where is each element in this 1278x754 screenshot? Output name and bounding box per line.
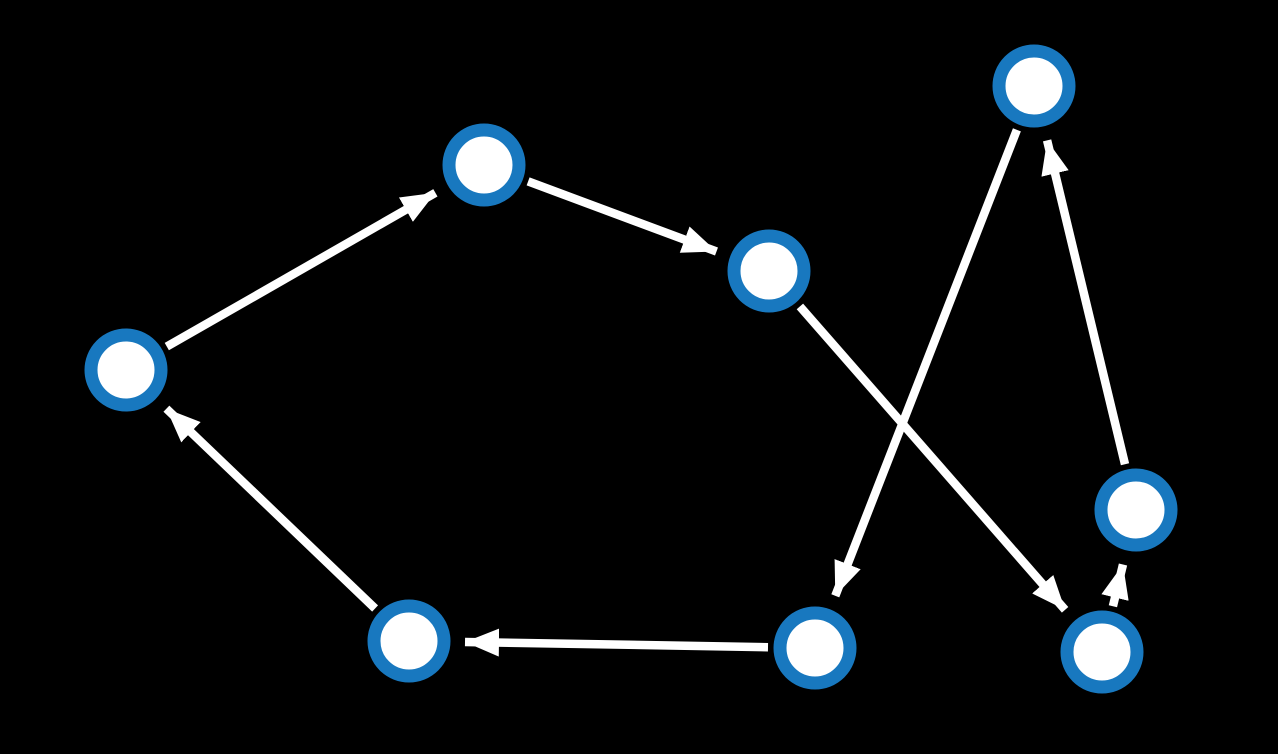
- graph-edge-node-left-to-node-upper-middle: [164, 189, 438, 351]
- node-bottom-left: [367, 599, 451, 683]
- graph-edge-node-bottom-left-to-node-left: [163, 405, 379, 612]
- graph-edge-node-middle-to-node-bottom-right: [796, 303, 1069, 613]
- graph-edge-node-bottom-middle-to-node-bottom-left: [464, 628, 769, 657]
- graph-edge-node-right-to-node-top-right: [1041, 139, 1130, 466]
- node-right: [1094, 468, 1178, 552]
- node-left: [84, 328, 168, 412]
- graph-edge-node-upper-middle-to-node-middle: [526, 177, 718, 256]
- node-bottom-middle: [773, 606, 857, 690]
- node-bottom-right: [1060, 610, 1144, 694]
- node-top-right: [992, 44, 1076, 128]
- node-middle: [727, 229, 811, 313]
- graph-edge-node-bottom-right-to-node-right: [1101, 563, 1129, 608]
- graph-edge-node-top-right-to-node-bottom-middle: [831, 128, 1021, 598]
- node-upper-middle: [442, 123, 526, 207]
